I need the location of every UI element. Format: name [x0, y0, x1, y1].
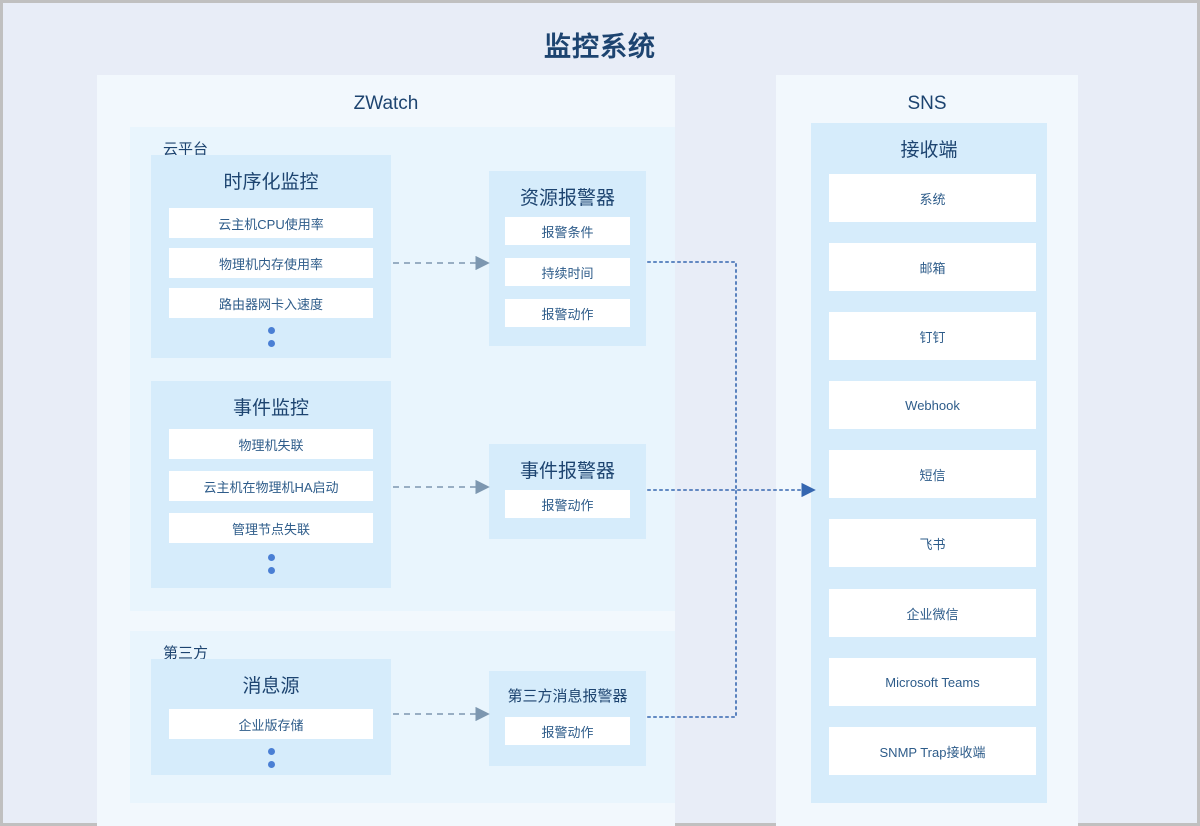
receiver-item-dingtalk[interactable]: 钉钉 — [829, 312, 1036, 360]
cloud-platform-label: 云平台 — [163, 141, 209, 158]
resource-alarm-item-condition[interactable]: 报警条件 — [505, 217, 630, 245]
receiver-item-snmp-trap[interactable]: SNMP Trap接收端 — [829, 727, 1036, 775]
timeseries-item-cpu[interactable]: 云主机CPU使用率 — [169, 208, 373, 238]
receiver-item-email[interactable]: 邮箱 — [829, 243, 1036, 291]
event-alarm-title: 事件报警器 — [519, 461, 615, 482]
timeseries-item-mem[interactable]: 物理机内存使用率 — [169, 248, 373, 278]
message-source-card: 消息源 企业版存储 — [151, 659, 391, 775]
timeseries-item-nic[interactable]: 路由器网卡入速度 — [169, 288, 373, 318]
receiver-item-teams[interactable]: Microsoft Teams — [829, 658, 1036, 706]
event-alarm-card: 事件报警器 报警动作 — [489, 444, 646, 539]
resource-alarm-card: 资源报警器 报警条件 持续时间 报警动作 — [489, 171, 646, 346]
event-alarm-item-action[interactable]: 报警动作 — [505, 490, 630, 518]
third-party-alarm-title: 第三方消息报警器 — [507, 688, 628, 705]
event-monitoring-card: 事件监控 物理机失联 云主机在物理机HA启动 管理节点失联 — [151, 381, 391, 588]
third-party-alarm-item-action[interactable]: 报警动作 — [505, 717, 630, 745]
event-item-host-lost[interactable]: 物理机失联 — [169, 429, 373, 459]
receiver-card: 接收端 系统 邮箱 钉钉 Webhook 短信 飞书 企业微信 Microsof… — [811, 123, 1047, 803]
event-item-vm-ha[interactable]: 云主机在物理机HA启动 — [169, 471, 373, 501]
timeseries-monitoring-card: 时序化监控 云主机CPU使用率 物理机内存使用率 路由器网卡入速度 — [151, 155, 391, 358]
sns-panel-title: SNS — [907, 93, 947, 114]
receiver-item-system[interactable]: 系统 — [829, 174, 1036, 222]
receiver-item-sms[interactable]: 短信 — [829, 450, 1036, 498]
resource-alarm-item-action[interactable]: 报警动作 — [505, 299, 630, 327]
resource-alarm-title: 资源报警器 — [519, 188, 615, 209]
page-title: 监控系统 — [544, 32, 656, 62]
receiver-card-title: 接收端 — [900, 140, 958, 161]
receiver-item-webhook[interactable]: Webhook — [829, 381, 1036, 429]
event-item-mgmt-lost[interactable]: 管理节点失联 — [169, 513, 373, 543]
timeseries-monitoring-title: 时序化监控 — [223, 172, 319, 193]
third-party-alarm-card: 第三方消息报警器 报警动作 — [489, 671, 646, 766]
timeseries-ellipsis-icon — [151, 327, 391, 347]
receiver-item-wecom[interactable]: 企业微信 — [829, 589, 1036, 637]
third-party-label: 第三方 — [163, 645, 209, 662]
message-source-title: 消息源 — [242, 676, 300, 697]
resource-alarm-item-duration[interactable]: 持续时间 — [505, 258, 630, 286]
event-ellipsis-icon — [151, 554, 391, 574]
message-source-item-enterprise-storage[interactable]: 企业版存储 — [169, 709, 373, 739]
message-source-ellipsis-icon — [151, 748, 391, 768]
receiver-item-feishu[interactable]: 飞书 — [829, 519, 1036, 567]
zwatch-panel-title: ZWatch — [353, 93, 419, 114]
event-monitoring-title: 事件监控 — [232, 398, 309, 419]
